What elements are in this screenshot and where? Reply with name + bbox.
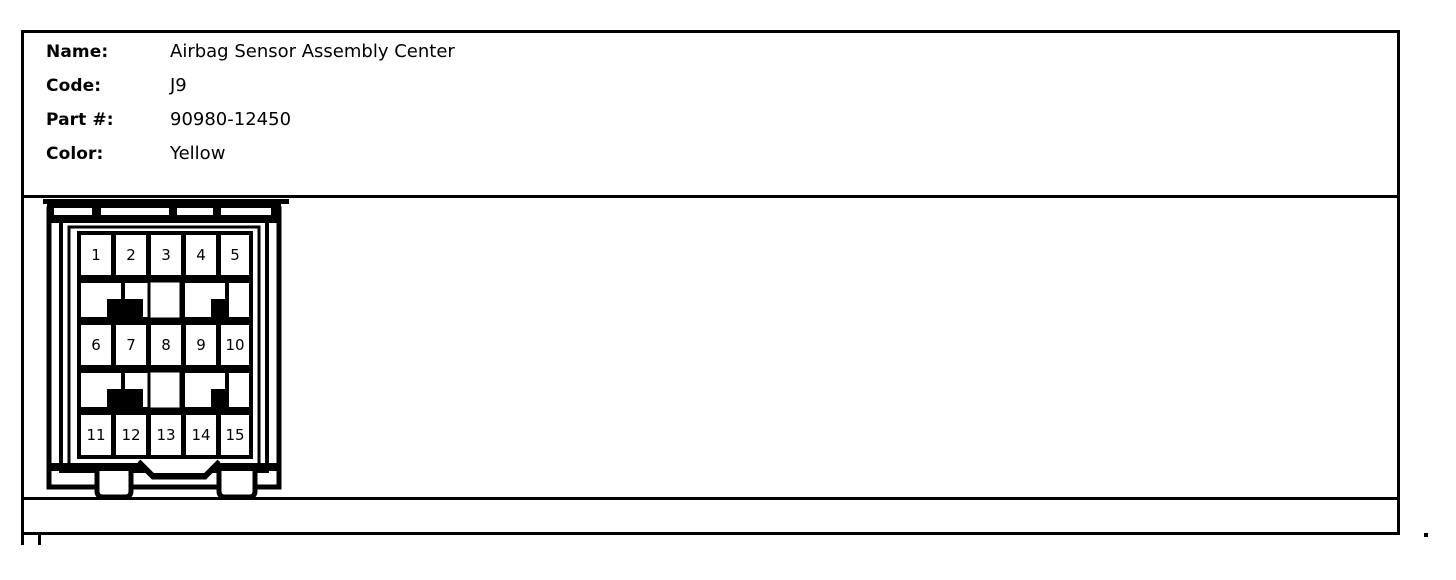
spec-card: Name: Airbag Sensor Assembly Center Code…	[21, 30, 1400, 535]
pin-label-11: 11	[86, 426, 105, 444]
part-number-value: 90980-12450	[170, 109, 292, 130]
pin-label-4: 4	[196, 246, 206, 264]
part-number-label: Part #:	[46, 110, 114, 130]
code-value: J9	[170, 75, 187, 96]
pin-label-10: 10	[225, 336, 244, 354]
pin-label-8: 8	[161, 336, 171, 354]
pin-label-14: 14	[191, 426, 210, 444]
name-value: Airbag Sensor Assembly Center	[170, 41, 455, 62]
mounting-tab-right	[216, 471, 258, 500]
mounting-tab-left	[94, 471, 134, 500]
pin-label-9: 9	[196, 336, 206, 354]
pin-label-15: 15	[225, 426, 244, 444]
diagram-area: 1 2 3 4 5 6 7 8 9 10 11 12 13 14	[24, 199, 1397, 501]
notes-strip	[24, 503, 1397, 535]
pin-separator-band-1	[77, 279, 253, 321]
pin-grid	[77, 231, 253, 459]
pin-label-3: 3	[161, 246, 171, 264]
color-value: Yellow	[170, 143, 226, 164]
color-label: Color:	[46, 144, 104, 164]
info-row-part-number: Part #: 90980-12450	[24, 109, 1397, 143]
pin-label-7: 7	[126, 336, 136, 354]
pin-label-12: 12	[121, 426, 140, 444]
page-mark	[1424, 533, 1428, 537]
connector-top-bar	[43, 199, 289, 223]
info-row-color: Color: Yellow	[24, 143, 1397, 177]
name-label: Name:	[46, 42, 109, 62]
info-row-code: Code: J9	[24, 75, 1397, 109]
code-label: Code:	[46, 76, 102, 96]
pin-number-labels: 1 2 3 4 5 6 7 8 9 10 11 12 13 14	[86, 246, 244, 444]
pin-label-1: 1	[91, 246, 101, 264]
connector-svg: 1 2 3 4 5 6 7 8 9 10 11 12 13 14	[43, 199, 289, 500]
pin-label-6: 6	[91, 336, 101, 354]
pin-label-5: 5	[230, 246, 240, 264]
connector-bottom-assembly	[47, 459, 281, 500]
pin-label-2: 2	[126, 246, 136, 264]
info-row-name: Name: Airbag Sensor Assembly Center	[24, 33, 1397, 75]
connector-info-block: Name: Airbag Sensor Assembly Center Code…	[24, 33, 1397, 198]
pin-separator-band-2	[77, 369, 253, 411]
pin-label-13: 13	[156, 426, 175, 444]
connector-illustration: 1 2 3 4 5 6 7 8 9 10 11 12 13 14	[43, 199, 303, 501]
